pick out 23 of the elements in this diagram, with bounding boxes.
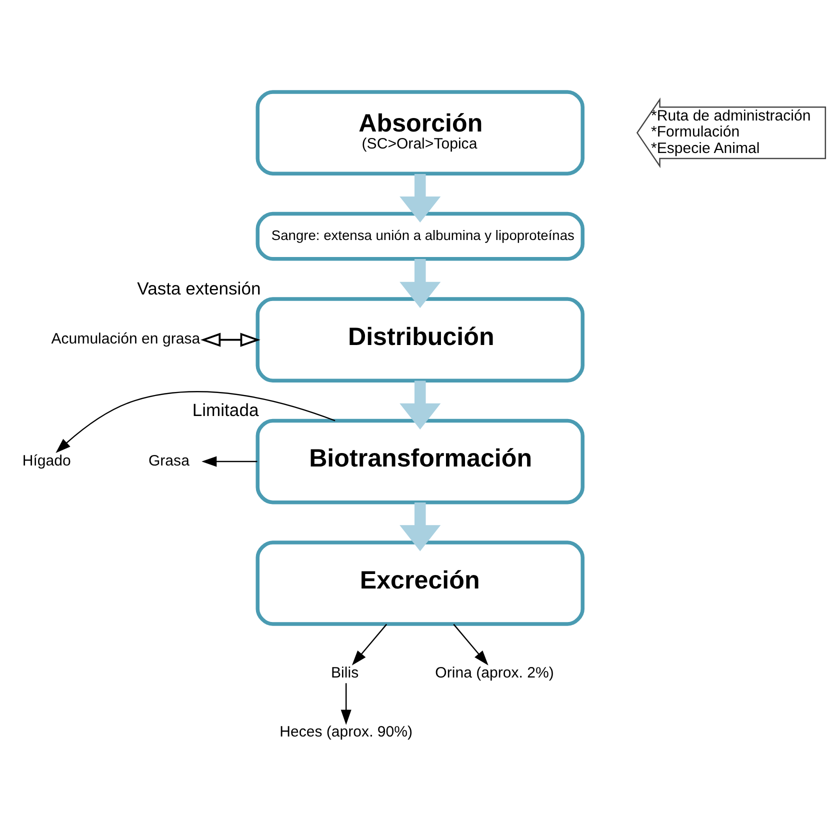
arrow — [400, 380, 441, 430]
arrow — [400, 174, 441, 223]
arrow — [340, 683, 352, 725]
node-label: Limitada — [192, 400, 259, 420]
arrow — [453, 624, 488, 666]
arrow — [352, 624, 388, 666]
arrow — [400, 502, 441, 552]
node-label: Vasta extensión — [137, 278, 261, 298]
node-box: Excreción — [256, 540, 584, 626]
arrow — [202, 456, 258, 467]
node-box: Sangre: extensa unión a albumina y lipoproteínas — [256, 212, 584, 261]
node-box: Biotransformación — [256, 418, 584, 504]
node-text: Grasa — [148, 452, 190, 470]
arrow — [56, 391, 336, 454]
arrow — [400, 259, 441, 308]
node-text: Bilis — [331, 664, 359, 682]
node-text: Acumulación en grasa — [51, 330, 200, 348]
node-box: Absorción (SC>Oral>Topica — [256, 90, 584, 176]
node-box: Distribución — [256, 297, 584, 382]
node-text: Hígado — [22, 452, 71, 470]
node-text: Orina (aprox. 2%) — [435, 664, 554, 682]
node-text: Heces (aprox. 90%) — [280, 723, 413, 740]
arrow — [200, 332, 260, 347]
